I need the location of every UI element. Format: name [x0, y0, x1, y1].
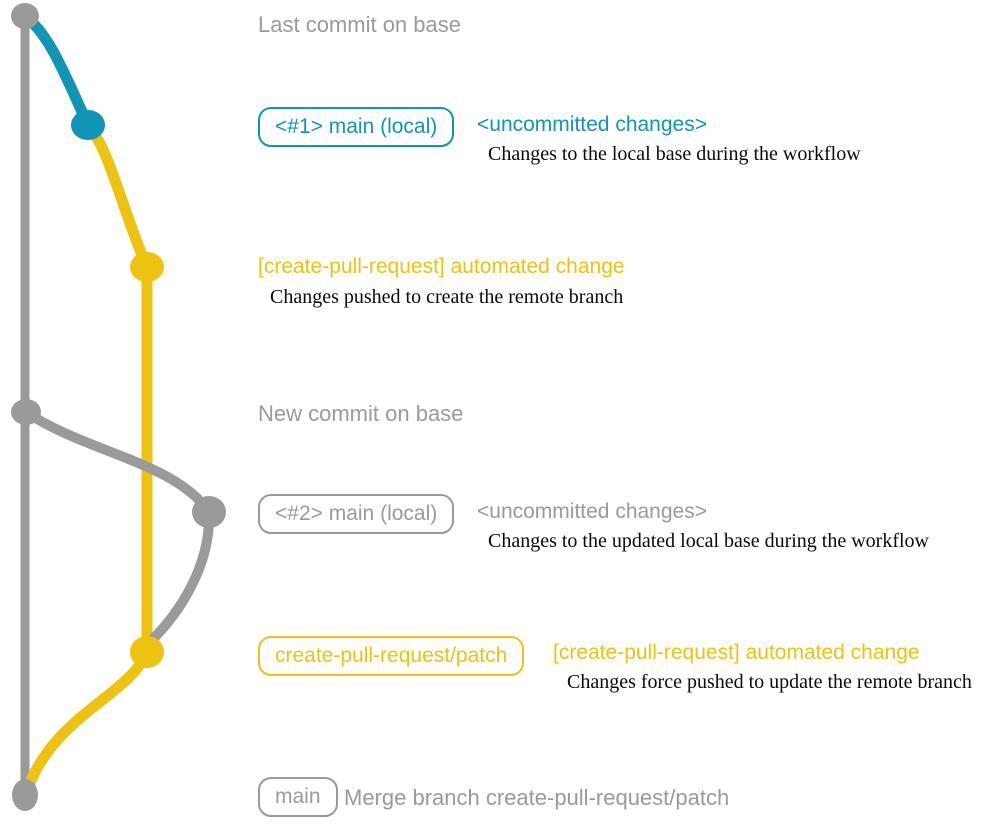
branch-badge-main-local-2: <#2> main (local) — [258, 494, 455, 534]
label-last-commit-on-base: Last commit on base — [258, 12, 461, 37]
commit-dot-last-base — [11, 3, 39, 29]
label-automated-change-2: [create-pull-request] automated change — [553, 641, 920, 664]
label-uncommitted-changes-1: <uncommitted changes> — [477, 113, 707, 136]
desc-uncommitted-changes-2: Changes to the updated local base during… — [488, 530, 929, 552]
label-merge-branch: Merge branch create-pull-request/patch — [344, 785, 730, 810]
label-uncommitted-changes-2: <uncommitted changes> — [477, 500, 707, 523]
branch-badge-patch: create-pull-request/patch — [258, 636, 525, 676]
desc-uncommitted-changes-1: Changes to the local base during the wor… — [488, 143, 861, 165]
branch-badge-main-local-1: <#1> main (local) — [258, 107, 455, 147]
desc-automated-change-2: Changes force pushed to update the remot… — [567, 671, 972, 693]
label-new-commit-on-base: New commit on base — [258, 401, 464, 426]
commit-dot-merge — [12, 779, 38, 811]
commit-dot-uncommitted-2 — [192, 496, 226, 528]
commit-dot-new-base — [11, 399, 41, 425]
rebase-curve-out — [21, 407, 214, 517]
label-automated-change-1: [create-pull-request] automated change — [258, 255, 625, 278]
rebase-curve-in — [147, 507, 215, 645]
patch-branch-curve-top — [82, 119, 153, 273]
patch-merge-curve — [22, 646, 153, 794]
desc-automated-change-1: Changes pushed to create the remote bran… — [270, 286, 624, 308]
commit-dot-automated-2 — [130, 636, 164, 668]
branch-badge-main: main — [258, 777, 338, 817]
uncommitted-branch-curve-1 — [19, 10, 94, 131]
commit-dot-automated-1 — [130, 252, 164, 282]
commit-dot-uncommitted-1 — [71, 110, 105, 140]
commit-graph — [11, 3, 226, 811]
